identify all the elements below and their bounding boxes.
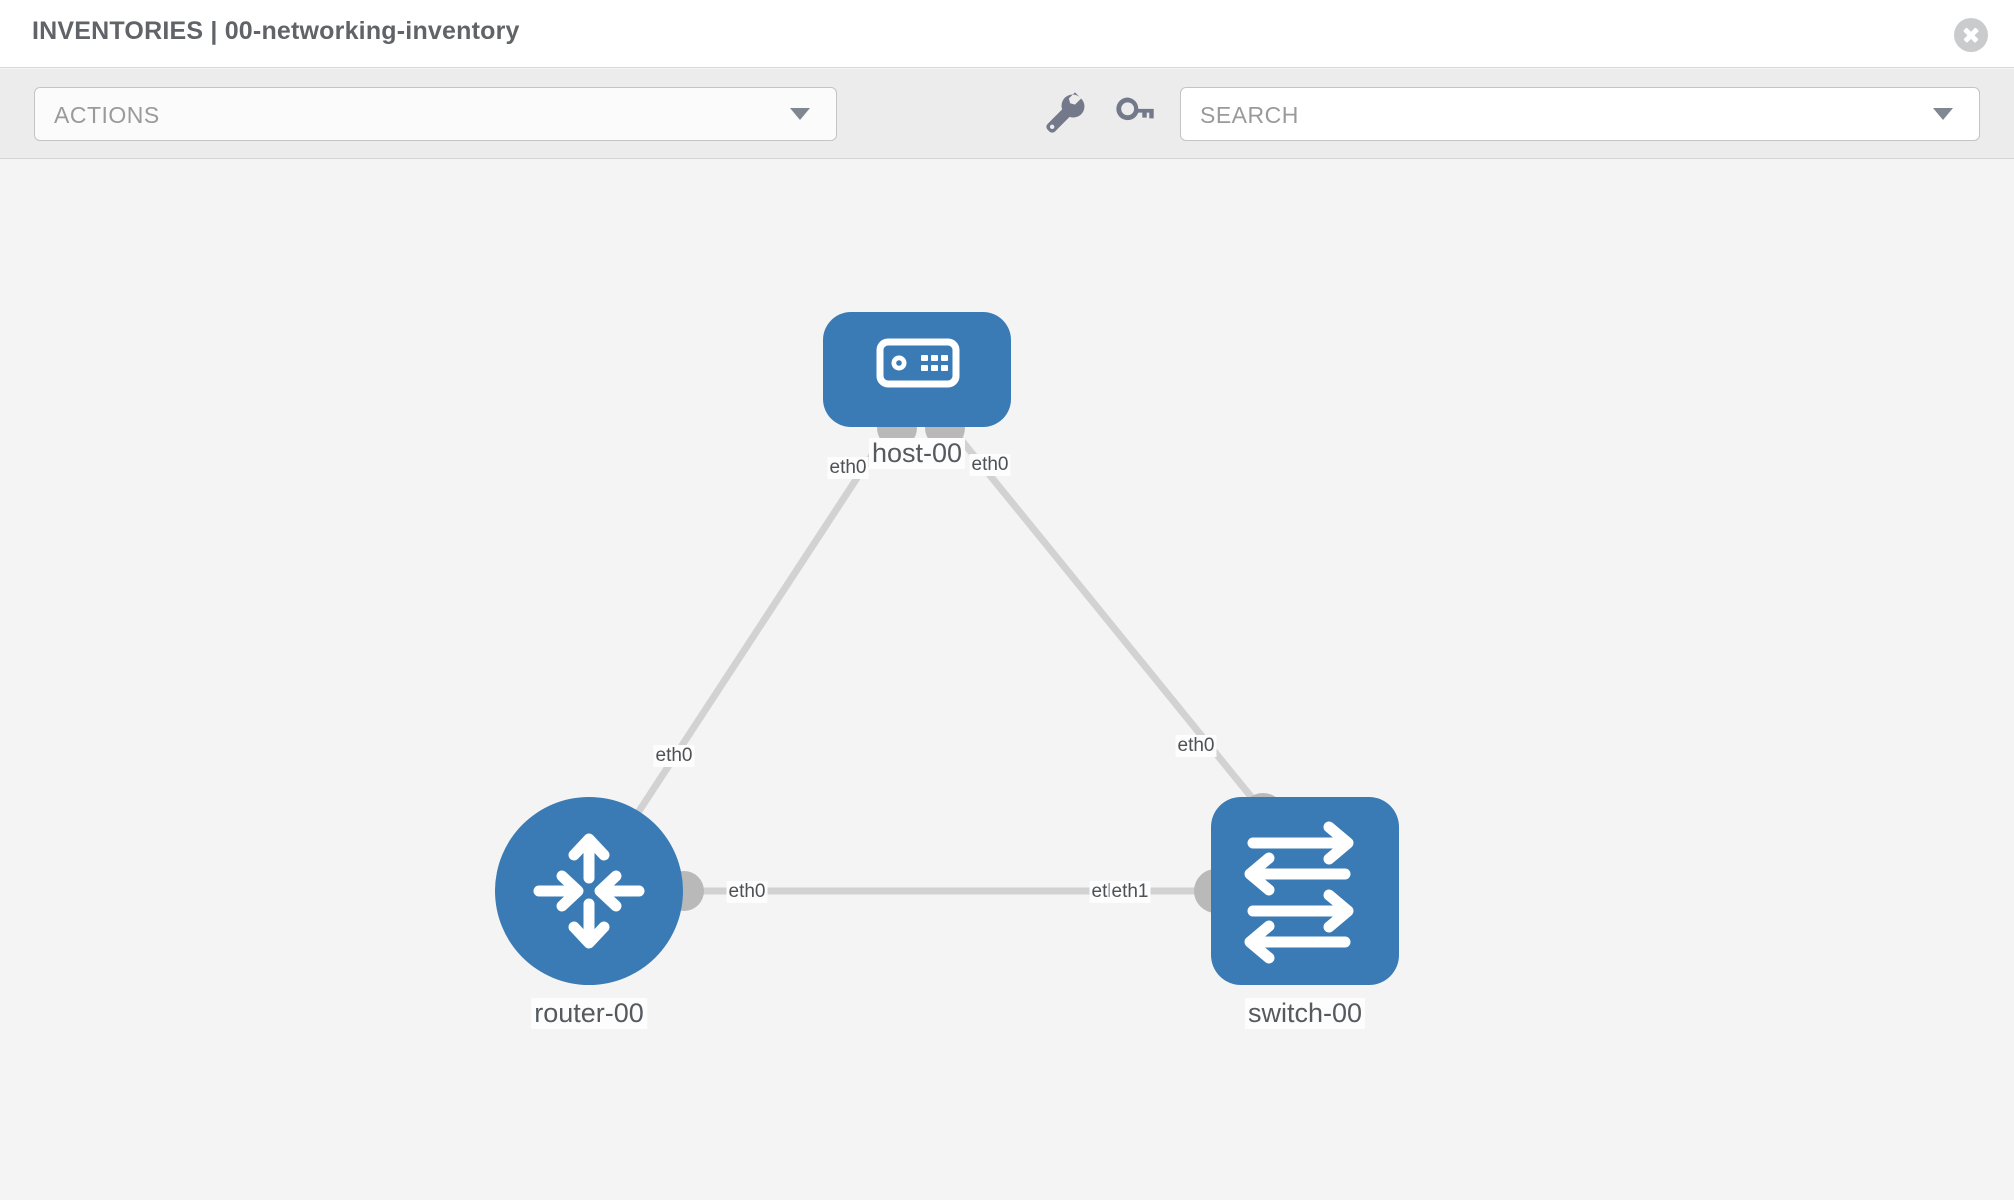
interface-label-host-eth0-left[interactable]: eth0 [827, 457, 869, 479]
edge-host-switch [942, 417, 1273, 823]
topology-interface-nubs [664, 408, 1285, 913]
wrench-icon[interactable] [1042, 91, 1088, 137]
node-switch-00 [1211, 797, 1399, 985]
node-label-switch-00[interactable]: switch-00 [1244, 998, 1366, 1029]
interface-label-switch-eth1[interactable]: eth1 [1109, 881, 1151, 903]
page-title: INVENTORIES | 00-networking-inventory [32, 17, 520, 45]
server-icon [876, 338, 960, 388]
switch-arrows-icon [1244, 821, 1354, 964]
page-header: INVENTORIES | 00-networking-inventory [0, 0, 2014, 68]
interface-label-switch-eth0-uplink[interactable]: eth0 [1175, 735, 1217, 757]
node-label-router-00[interactable]: router-00 [531, 998, 647, 1029]
router-arrows-icon [533, 833, 645, 949]
toolbar: ACTIONS SEARCH [0, 69, 2014, 159]
actions-dropdown[interactable]: ACTIONS [34, 87, 837, 141]
search-input[interactable]: SEARCH [1180, 87, 1980, 141]
chevron-down-icon[interactable] [1933, 108, 1953, 120]
close-icon[interactable] [1954, 18, 1988, 52]
key-icon[interactable] [1110, 91, 1156, 137]
node-host-00 [823, 312, 1011, 427]
interface-label-router-eth0[interactable]: eth0 [726, 881, 768, 903]
interface-label-router-eth0-uplink[interactable]: eth0 [653, 745, 695, 767]
interface-label-host-eth0-right[interactable]: eth0 [969, 454, 1011, 476]
topology-canvas[interactable]: host-00 router-00 switch-00 eth0 eth0 et… [0, 160, 2014, 1200]
actions-dropdown-label: ACTIONS [54, 102, 160, 128]
topology-graph [495, 312, 1399, 985]
topology-edges [604, 417, 1273, 895]
edge-host-router [604, 418, 898, 862]
node-router-00 [495, 797, 683, 985]
node-label-host-00[interactable]: host-00 [868, 438, 966, 469]
chevron-down-icon [790, 108, 810, 120]
search-placeholder: SEARCH [1200, 102, 1299, 128]
